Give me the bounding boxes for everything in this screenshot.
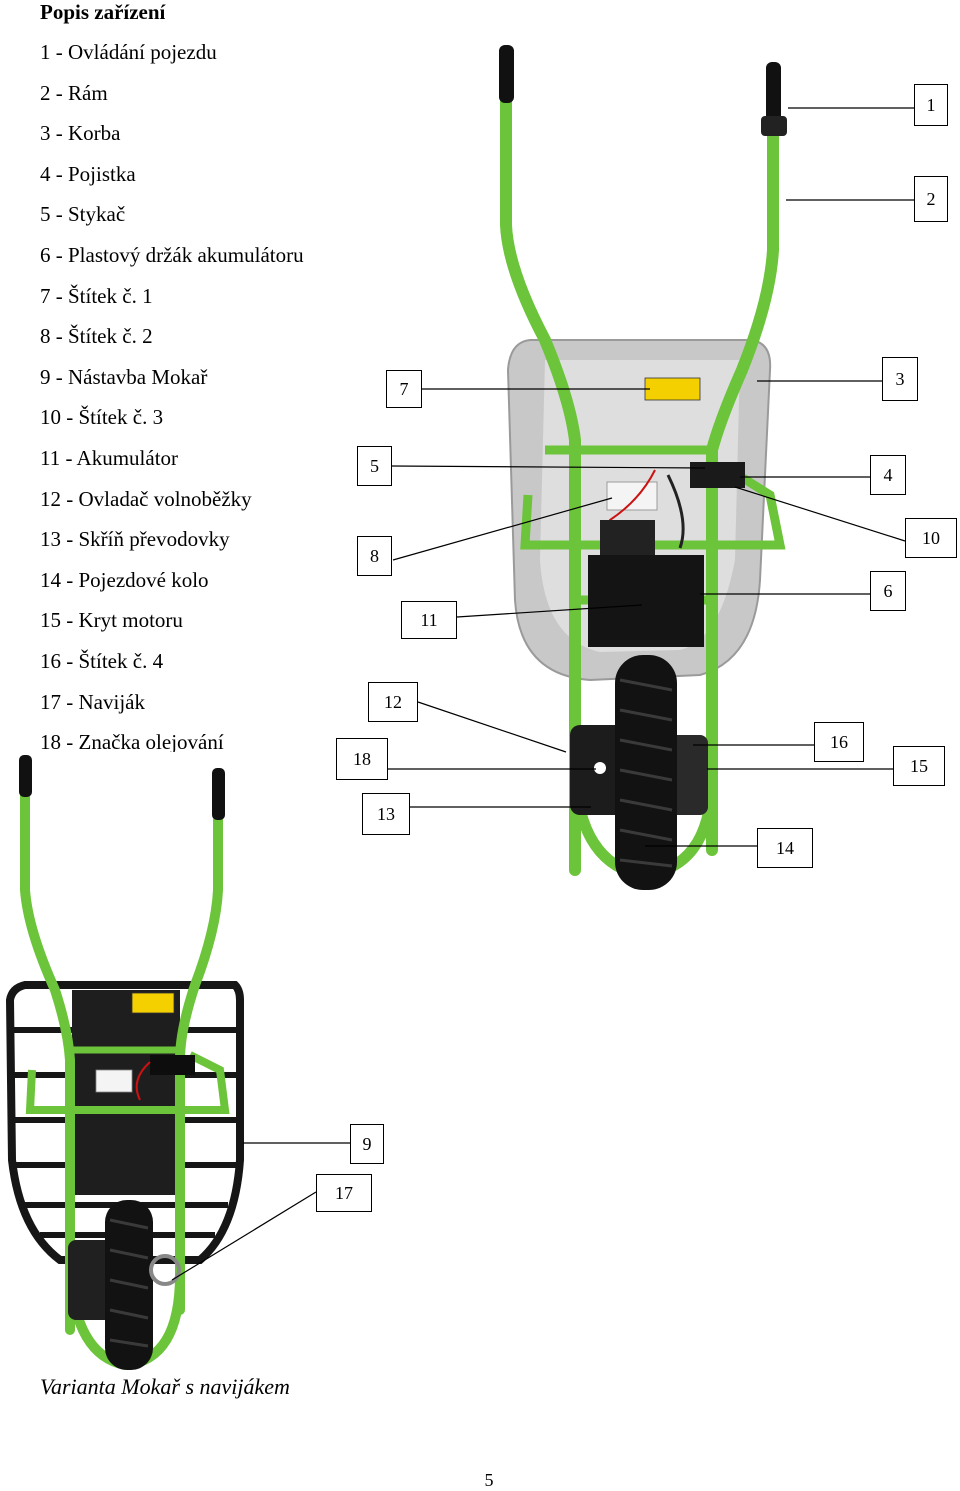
callout-11: 11 [401,601,457,639]
mokar-body [72,990,180,1195]
legend-item: 14 - Pojezdové kolo [40,567,209,592]
legend-item: 7 - Štítek č. 1 [40,283,153,308]
contactor-icon [690,462,745,488]
callout-18: 18 [336,738,388,780]
section-title: Popis zařízení [40,0,166,24]
callout-5: 5 [357,446,392,486]
legend-item: 9 - Nástavba Mokař [40,364,208,389]
battery-icon [588,555,704,647]
mokar-gearbox-icon [68,1240,113,1320]
legend-item: 15 - Kryt motoru [40,608,183,633]
callout-16: 16 [814,722,864,762]
legend-item: 11 - Akumulátor [40,445,179,470]
grip-left-icon [499,45,514,103]
freewheel-lever-icon [594,762,606,774]
tire-tread [619,678,673,868]
callout-14: 14 [757,828,813,868]
mokar-wire-red [135,1061,151,1101]
mokar-tire-tread [109,1218,149,1348]
rear-bar [520,466,786,550]
callout-1: 1 [914,84,948,126]
legend-item: 12 - Ovladač volnoběžky [40,486,252,511]
mokar-warning-label [131,992,175,1014]
figure-caption: Varianta Mokař s navijákem [40,1374,290,1399]
mokar-grip-left-icon [19,755,32,797]
wire-black [666,474,685,549]
legend-item: 16 - Štítek č. 4 [40,648,164,673]
mokar-frame-right [175,815,223,1315]
legend-item: 10 - Štítek č. 3 [40,405,164,430]
callout-7: 7 [386,370,422,408]
callout-13: 13 [362,793,410,835]
callout-15: 15 [893,746,945,786]
callout-6: 6 [870,571,906,611]
legend-item: 1 - Ovládání pojezdu [40,40,217,64]
legend-item: 8 - Štítek č. 2 [40,324,153,349]
legend-item: 17 - Naviják [40,689,145,714]
callout-12: 12 [368,682,418,722]
battery-holder-icon [600,520,655,555]
frame-left [500,94,581,876]
parts-legend: 1 - Ovládání pojezdu 2 - Rám 3 - Korba 4… [40,36,304,767]
drive-control-icon [761,116,787,136]
mokar-rear-bar [25,1051,230,1114]
callout-3: 3 [882,357,918,401]
legend-item: 2 - Rám [40,80,108,105]
leader-lines-top [388,107,914,847]
mokar-grip-right-icon [212,768,225,820]
leader-lines-bottom [171,1142,350,1281]
legend-item: 3 - Korba [40,121,121,146]
legend-item: 4 - Pojistka [40,161,136,186]
wheelbarrow-mokar-photo [5,752,350,1371]
legend-item: 6 - Plastový držák akumulátoru [40,242,304,267]
warning-label-2 [606,481,658,511]
callout-2: 2 [914,176,948,222]
winch-icon [149,1254,181,1286]
grip-right-icon [766,62,781,122]
frame-right [706,129,779,856]
callout-10: 10 [905,518,957,558]
mokar-frame-left [20,790,75,1335]
warning-label-1 [644,377,701,401]
wheelbarrow-photo [388,45,914,890]
callout-8: 8 [357,536,392,576]
legend-item: 5 - Stykač [40,202,126,227]
mokar-contactor-icon [150,1055,195,1075]
mokar-info-label [95,1069,133,1093]
callout-4: 4 [870,455,906,495]
page-number: 5 [484,1470,494,1490]
callout-9: 9 [350,1124,384,1164]
legend-item: 18 - Značka olejování [40,730,224,755]
mokar-cage [5,981,244,1264]
callout-17: 17 [316,1174,372,1212]
legend-item: 13 - Skříň převodovky [40,527,230,552]
